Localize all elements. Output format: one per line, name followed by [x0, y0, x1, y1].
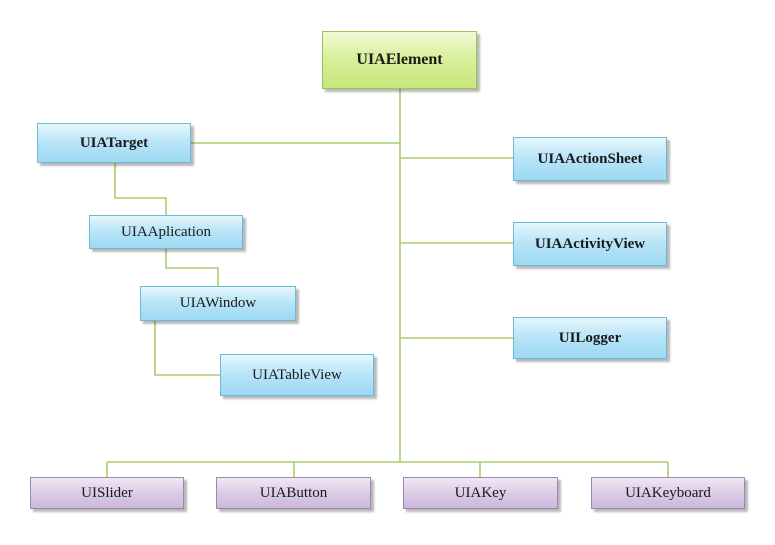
node-uiaactivityview: UIAActivityView: [513, 222, 667, 266]
node-uilogger: UILogger: [513, 317, 667, 359]
link-aplication-window: [165, 249, 219, 286]
node-label: UIAActivityView: [534, 235, 646, 252]
node-label: UISlider: [81, 484, 133, 501]
node-uiawindow: UIAWindow: [140, 286, 296, 321]
node-label: UIAKeyboard: [625, 484, 711, 501]
node-label: UIAAplication: [121, 223, 211, 240]
node-uiatableview: UIATableView: [220, 354, 374, 396]
node-label: UIATableView: [252, 366, 342, 383]
node-uiaelement: UIAElement: [322, 31, 477, 89]
node-uislider: UISlider: [30, 477, 184, 509]
node-label: UIAKey: [454, 484, 507, 501]
node-uiaaplication: UIAAplication: [89, 215, 243, 249]
node-uiabutton: UIAButton: [216, 477, 371, 509]
node-uiaactionsheet: UIAActionSheet: [513, 137, 667, 181]
node-uiakeyboard: UIAKeyboard: [591, 477, 745, 509]
node-label: UIAElement: [356, 51, 443, 68]
node-label: UIAButton: [259, 484, 328, 501]
node-label: UIATarget: [79, 134, 149, 151]
node-uiakey: UIAKey: [403, 477, 558, 509]
node-label: UIAWindow: [179, 295, 257, 311]
link-window-tableview: [154, 320, 220, 376]
node-label: UILogger: [558, 329, 622, 346]
node-label: UIAActionSheet: [537, 150, 643, 167]
link-target-aplication: [114, 162, 167, 215]
node-uiatarget: UIATarget: [37, 123, 191, 163]
